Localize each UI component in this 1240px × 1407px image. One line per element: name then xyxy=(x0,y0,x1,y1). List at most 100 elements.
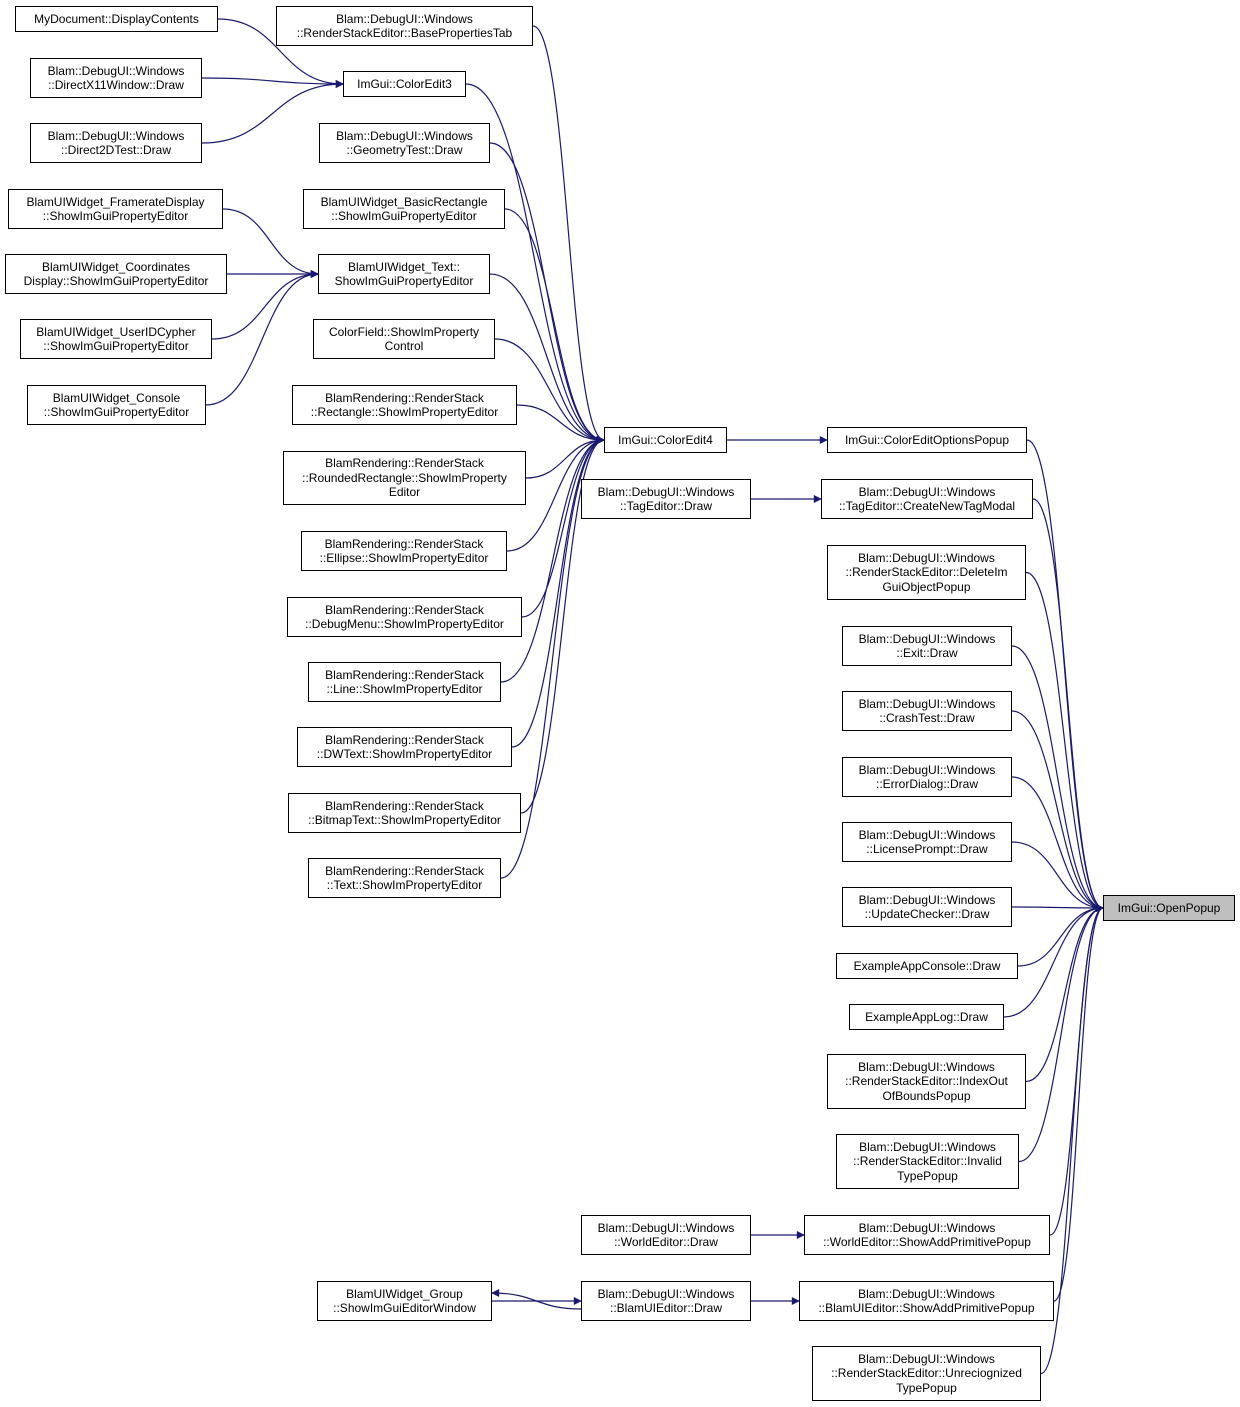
node-label: Blam::DebugUI::Windows::RenderStackEdito… xyxy=(831,1352,1022,1396)
node-label-line: Blam::DebugUI::Windows xyxy=(859,1139,996,1154)
node-color-edit4[interactable]: ImGui::ColorEdit4 xyxy=(604,427,727,453)
edge-direct_x11_window_draw-to-color_edit3 xyxy=(201,77,344,88)
node-framerate-display[interactable]: BlamUIWidget_FramerateDisplay::ShowImGui… xyxy=(8,189,223,229)
node-example-app-console-draw[interactable]: ExampleAppConsole::Draw xyxy=(836,953,1018,979)
node-label-line: ImGui::OpenPopup xyxy=(1117,900,1221,915)
node-unrecognized-type-popup[interactable]: Blam::DebugUI::Windows::RenderStackEdito… xyxy=(812,1346,1041,1401)
node-label-line: BlamRendering::RenderStack xyxy=(325,798,484,813)
node-label-line: ::ShowImGuiPropertyEditor xyxy=(43,339,189,353)
node-label-line: Blam::DebugUI::Windows xyxy=(597,484,735,499)
node-label-line: ::Ellipse::ShowImPropertyEditor xyxy=(319,551,489,565)
node-rs-ellipse[interactable]: BlamRendering::RenderStack::Ellipse::Sho… xyxy=(301,531,507,571)
node-label: Blam::DebugUI::Windows::BlamUIEditor::Dr… xyxy=(598,1287,735,1316)
node-user-id-cypher[interactable]: BlamUIWidget_UserIDCypher::ShowImGuiProp… xyxy=(20,319,212,359)
node-label: Blam::DebugUI::Windows::RenderStackEdito… xyxy=(845,551,1007,595)
node-index-out-of-bounds-popup[interactable]: Blam::DebugUI::Windows::RenderStackEdito… xyxy=(827,1054,1026,1109)
node-label: BlamRendering::RenderStack::BitmapText::… xyxy=(308,799,501,828)
node-group-editor-window[interactable]: BlamUIWidget_Group::ShowImGuiEditorWindo… xyxy=(317,1281,492,1321)
node-label-line: BlamUIWidget_Console xyxy=(52,390,181,405)
node-exit-draw[interactable]: Blam::DebugUI::Windows::Exit::Draw xyxy=(842,626,1012,666)
node-world-editor-draw[interactable]: Blam::DebugUI::Windows::WorldEditor::Dra… xyxy=(581,1215,751,1255)
node-label: BlamUIWidget_FramerateDisplay::ShowImGui… xyxy=(26,195,204,224)
node-label-line: Blam::DebugUI::Windows xyxy=(47,128,185,143)
node-label: BlamUIWidget_BasicRectangle::ShowImGuiPr… xyxy=(321,195,488,224)
node-label-line: Blam::DebugUI::Windows xyxy=(858,696,996,711)
node-label-line: Blam::DebugUI::Windows xyxy=(336,11,473,26)
node-label-line: ::Direct2DTest::Draw xyxy=(60,143,172,157)
node-label-line: ::DWText::ShowImPropertyEditor xyxy=(316,747,493,761)
node-world-editor-add-primitive[interactable]: Blam::DebugUI::Windows::WorldEditor::Sho… xyxy=(804,1215,1050,1255)
node-label-line: ColorField::ShowImProperty xyxy=(328,324,480,339)
node-error-dialog-draw[interactable]: Blam::DebugUI::Windows::ErrorDialog::Dra… xyxy=(842,757,1012,797)
node-label-line: BlamRendering::RenderStack xyxy=(325,390,484,405)
node-label-line: TypePopup xyxy=(897,1168,958,1183)
node-label-line: BlamUIWidget_FramerateDisplay xyxy=(26,194,205,209)
node-label-line: ImGui::ColorEdit4 xyxy=(618,432,713,447)
node-label-line: Blam::DebugUI::Windows xyxy=(47,63,185,78)
node-color-edit3[interactable]: ImGui::ColorEdit3 xyxy=(343,71,466,97)
node-console-widget[interactable]: BlamUIWidget_Console::ShowImGuiPropertyE… xyxy=(27,385,206,425)
node-label: MyDocument::DisplayContents xyxy=(34,12,199,27)
edge-base_properties_tab-to-color_edit4 xyxy=(532,25,605,444)
node-basic-rectangle[interactable]: BlamUIWidget_BasicRectangle::ShowImGuiPr… xyxy=(303,189,505,229)
node-example-app-log-draw[interactable]: ExampleAppLog::Draw xyxy=(849,1004,1004,1030)
node-label: Blam::DebugUI::Windows::BlamUIEditor::Sh… xyxy=(818,1287,1034,1316)
node-label-line: ::RenderStackEditor::IndexOut xyxy=(845,1074,1008,1089)
node-label: BlamUIWidget_Text::ShowImGuiPropertyEdit… xyxy=(335,260,474,289)
node-open-popup[interactable]: ImGui::OpenPopup xyxy=(1103,895,1235,921)
node-rs-text[interactable]: BlamRendering::RenderStack::Text::ShowIm… xyxy=(308,858,501,898)
node-label: Blam::DebugUI::Windows::RenderStackEdito… xyxy=(853,1140,1002,1184)
node-color-edit-options-popup[interactable]: ImGui::ColorEditOptionsPopup xyxy=(827,427,1027,453)
edge-console_widget-to-text_widget xyxy=(205,270,319,406)
node-rs-bitmap-text[interactable]: BlamRendering::RenderStack::BitmapText::… xyxy=(288,793,521,833)
node-label-line: ::LicensePrompt::Draw xyxy=(866,842,988,856)
node-label-line: ::ErrorDialog::Draw xyxy=(875,777,979,791)
node-label-line: ::WorldEditor::ShowAddPrimitivePopup xyxy=(823,1235,1031,1249)
edge-exit_draw-to-open_popup xyxy=(1011,645,1104,912)
node-update-checker-draw[interactable]: Blam::DebugUI::Windows::UpdateChecker::D… xyxy=(842,887,1012,927)
node-license-prompt-draw[interactable]: Blam::DebugUI::Windows::LicensePrompt::D… xyxy=(842,822,1012,862)
node-rs-debug-menu[interactable]: BlamRendering::RenderStack::DebugMenu::S… xyxy=(287,597,522,637)
node-label-line: Blam::DebugUI::Windows xyxy=(597,1220,735,1235)
node-label-line: ::ShowImGuiEditorWindow xyxy=(333,1301,476,1315)
node-text-widget[interactable]: BlamUIWidget_Text::ShowImGuiPropertyEdit… xyxy=(318,254,490,294)
edge-index_out_of_bounds_popup-to-open_popup xyxy=(1025,904,1104,1083)
edge-rs_ellipse-to-color_edit4 xyxy=(506,436,605,552)
edge-blam_ui_editor_add_primitive-to-open_popup xyxy=(1053,904,1104,1302)
node-delete-imgui-object-popup[interactable]: Blam::DebugUI::Windows::RenderStackEdito… xyxy=(827,545,1026,600)
node-label-line: ::RenderStackEditor::Invalid xyxy=(853,1154,1002,1169)
edge-delete_imgui_object_popup-to-open_popup xyxy=(1025,571,1104,912)
edge-example_app_log_draw-to-open_popup xyxy=(1003,904,1104,1018)
node-label-line: ::TagEditor::Draw xyxy=(619,499,713,513)
node-label-line: BlamRendering::RenderStack xyxy=(325,667,484,682)
node-label-line: ::BitmapText::ShowImPropertyEditor xyxy=(308,813,501,827)
node-geometry-test-draw[interactable]: Blam::DebugUI::Windows::GeometryTest::Dr… xyxy=(319,123,490,163)
node-crash-test-draw[interactable]: Blam::DebugUI::Windows::CrashTest::Draw xyxy=(842,691,1012,731)
node-blam-ui-editor-draw[interactable]: Blam::DebugUI::Windows::BlamUIEditor::Dr… xyxy=(581,1281,751,1321)
edge-framerate_display-to-text_widget xyxy=(222,208,319,278)
edge-error_dialog_draw-to-open_popup xyxy=(1011,776,1104,912)
node-base-properties-tab[interactable]: Blam::DebugUI::Windows::RenderStackEdito… xyxy=(276,6,533,46)
node-invalid-type-popup[interactable]: Blam::DebugUI::Windows::RenderStackEdito… xyxy=(836,1134,1019,1189)
node-label-line: Blam::DebugUI::Windows xyxy=(597,1286,735,1301)
node-rs-rectangle[interactable]: BlamRendering::RenderStack::Rectangle::S… xyxy=(292,385,517,425)
node-blam-ui-editor-add-primitive[interactable]: Blam::DebugUI::Windows::BlamUIEditor::Sh… xyxy=(799,1281,1054,1321)
node-label-line: ::WorldEditor::Draw xyxy=(614,1235,718,1249)
node-my-document-display-contents[interactable]: MyDocument::DisplayContents xyxy=(15,6,218,32)
node-label-line: OfBoundsPopup xyxy=(882,1088,971,1103)
node-label-line: ExampleAppConsole::Draw xyxy=(853,958,1001,973)
node-label-line: ::Text::ShowImPropertyEditor xyxy=(326,878,483,892)
node-rs-line[interactable]: BlamRendering::RenderStack::Line::ShowIm… xyxy=(308,662,501,702)
node-rs-dwtext[interactable]: BlamRendering::RenderStack::DWText::Show… xyxy=(297,727,512,767)
node-label-line: Blam::DebugUI::Windows xyxy=(336,128,473,143)
node-directx11-window-draw[interactable]: Blam::DebugUI::Windows::DirectX11Window:… xyxy=(30,58,202,98)
node-create-new-tag-modal[interactable]: Blam::DebugUI::Windows::TagEditor::Creat… xyxy=(821,479,1033,519)
node-rs-rounded-rectangle[interactable]: BlamRendering::RenderStack::RoundedRecta… xyxy=(283,451,526,505)
node-tag-editor-draw[interactable]: Blam::DebugUI::Windows::TagEditor::Draw xyxy=(581,479,751,519)
node-direct2d-test-draw[interactable]: Blam::DebugUI::Windows::Direct2DTest::Dr… xyxy=(30,123,202,163)
node-label: Blam::DebugUI::Windows::CrashTest::Draw xyxy=(859,697,996,726)
